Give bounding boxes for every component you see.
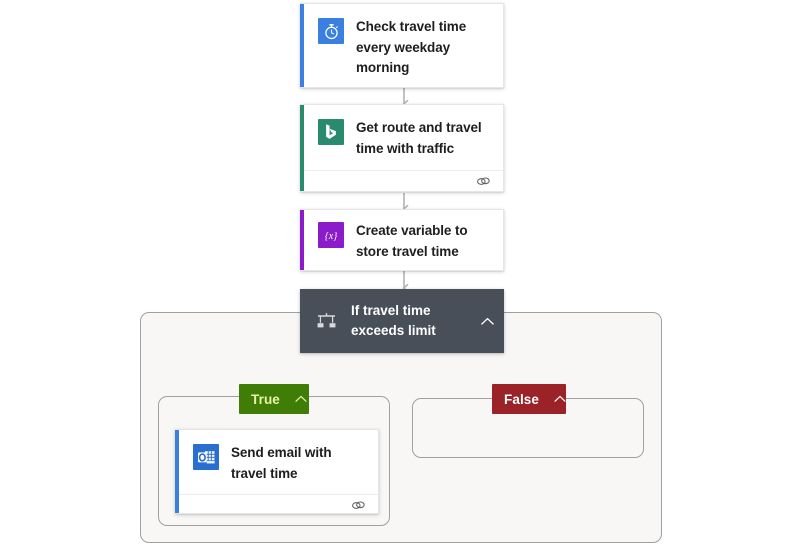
action-card-trigger-recurrence[interactable]: Check travel time every weekday morning — [300, 3, 504, 88]
branch-true-label: True — [251, 391, 280, 407]
link-chain-icon[interactable] — [351, 499, 366, 517]
action-card-title: Get route and travel time with traffic — [356, 120, 482, 156]
branch-label-false[interactable]: False — [492, 384, 566, 414]
action-card-title: Create variable to store travel time — [356, 223, 468, 259]
link-chain-icon[interactable] — [476, 175, 491, 193]
branch-false-label: False — [504, 391, 540, 407]
action-card-title: Check travel time every weekday morning — [356, 19, 467, 75]
outlook-icon — [193, 444, 219, 470]
action-card-initialize-variable[interactable]: {x} Create variable to store travel time — [300, 209, 504, 271]
condition-card-title: If travel time exceeds limit — [351, 303, 436, 338]
card-accent-bar — [300, 210, 304, 270]
card-accent-bar — [300, 4, 304, 87]
bing-maps-icon — [318, 119, 344, 145]
action-card-bing-maps-route[interactable]: Get route and travel time with traffic — [300, 104, 504, 192]
stopwatch-icon — [318, 18, 344, 44]
card-accent-bar — [175, 430, 179, 513]
svg-text:{x}: {x} — [325, 231, 338, 242]
card-accent-bar — [300, 105, 304, 191]
branch-label-true[interactable]: True — [239, 384, 309, 414]
condition-branch-icon — [314, 309, 338, 333]
chevron-up-icon[interactable] — [553, 395, 567, 403]
chevron-up-icon[interactable] — [478, 317, 496, 326]
variable-braces-icon: {x} — [318, 222, 344, 248]
action-card-send-email[interactable]: Send email with travel time — [175, 429, 379, 514]
chevron-up-icon[interactable] — [294, 395, 308, 403]
card-footer — [175, 494, 378, 521]
condition-card-travel-time[interactable]: If travel time exceeds limit — [300, 289, 504, 353]
card-footer — [300, 170, 503, 197]
action-card-title: Send email with travel time — [231, 445, 332, 481]
